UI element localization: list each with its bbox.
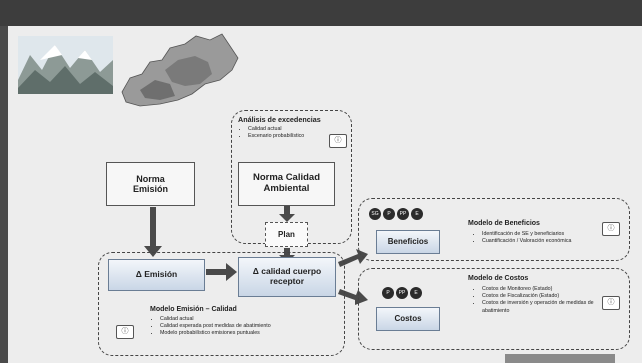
costos-item: Costos de Fiscalización (Estado) — [482, 293, 602, 300]
arrow-to-costos — [338, 289, 368, 305]
delta-emision-box: Δ Emisión — [108, 259, 205, 291]
info-icon: ⓘ — [329, 134, 347, 148]
arrow-plan-to-calidad — [279, 248, 295, 263]
arrow-norma-to-emision — [144, 207, 162, 257]
norma-calidad-box: Norma Calidad Ambiental — [238, 162, 335, 206]
stakeholder-icon: SG — [369, 208, 381, 220]
plan-box: Plan — [265, 222, 308, 247]
stakeholder-icon: E — [411, 208, 423, 220]
analisis-title: Análisis de excedencias — [238, 115, 321, 124]
costos-title: Modelo de Costos — [468, 275, 529, 282]
modelo-emision-item: Calidad actual — [160, 316, 271, 323]
watershed-map — [121, 33, 239, 107]
beneficios-title: Modelo de Beneficios — [468, 220, 540, 227]
modelo-emision-item: Calidad esperada post medidas de abatimi… — [160, 323, 271, 330]
arrow-emision-to-calidad — [206, 263, 237, 281]
analisis-item: Escenario probabilístico — [248, 133, 304, 140]
costos-list: Costos de Monitoreo (Estado) Costos de F… — [472, 286, 602, 315]
stakeholder-icon: PP — [396, 287, 408, 299]
info-icon: ⓘ — [602, 296, 620, 310]
costos-item: Costos de inversión y operación de medid… — [482, 300, 602, 314]
stakeholder-icon: PP — [397, 208, 409, 220]
costos-item: Costos de Monitoreo (Estado) — [482, 286, 602, 293]
stakeholder-icon: P — [383, 208, 395, 220]
costos-box: Costos — [376, 307, 440, 331]
modelo-emision-region — [98, 252, 345, 356]
analisis-list: Calidad actual Escenario probabilístico — [238, 126, 304, 140]
info-icon: ⓘ — [116, 325, 134, 339]
beneficios-list: Identificación de SE y beneficiarios Cua… — [472, 231, 571, 245]
analisis-item: Calidad actual — [248, 126, 304, 133]
beneficios-item: Identificación de SE y beneficiarios — [482, 231, 571, 238]
arrow-norma-calidad-to-plan — [279, 206, 295, 222]
costos-region — [358, 268, 630, 350]
top-bar — [0, 0, 642, 26]
bottom-strip — [505, 354, 615, 363]
delta-calidad-box: Δ calidad cuerpo receptor — [238, 257, 336, 297]
beneficios-region — [358, 198, 630, 261]
modelo-emision-title: Modelo Emisión – Calidad — [150, 306, 237, 313]
beneficios-item: Cuantificación / Valoración económica — [482, 238, 571, 245]
left-edge — [0, 26, 8, 363]
info-icon: ⓘ — [602, 222, 620, 236]
landscape-illustration — [18, 36, 113, 94]
modelo-emision-item: Modelo probabilístico emisiones puntuale… — [160, 330, 271, 337]
modelo-emision-list: Calidad actual Calidad esperada post med… — [150, 316, 271, 338]
beneficios-box: Beneficios — [376, 230, 440, 254]
norma-emision-box: Norma Emisión — [106, 162, 195, 206]
stakeholder-icon: E — [410, 287, 422, 299]
stakeholder-icon: P — [382, 287, 394, 299]
